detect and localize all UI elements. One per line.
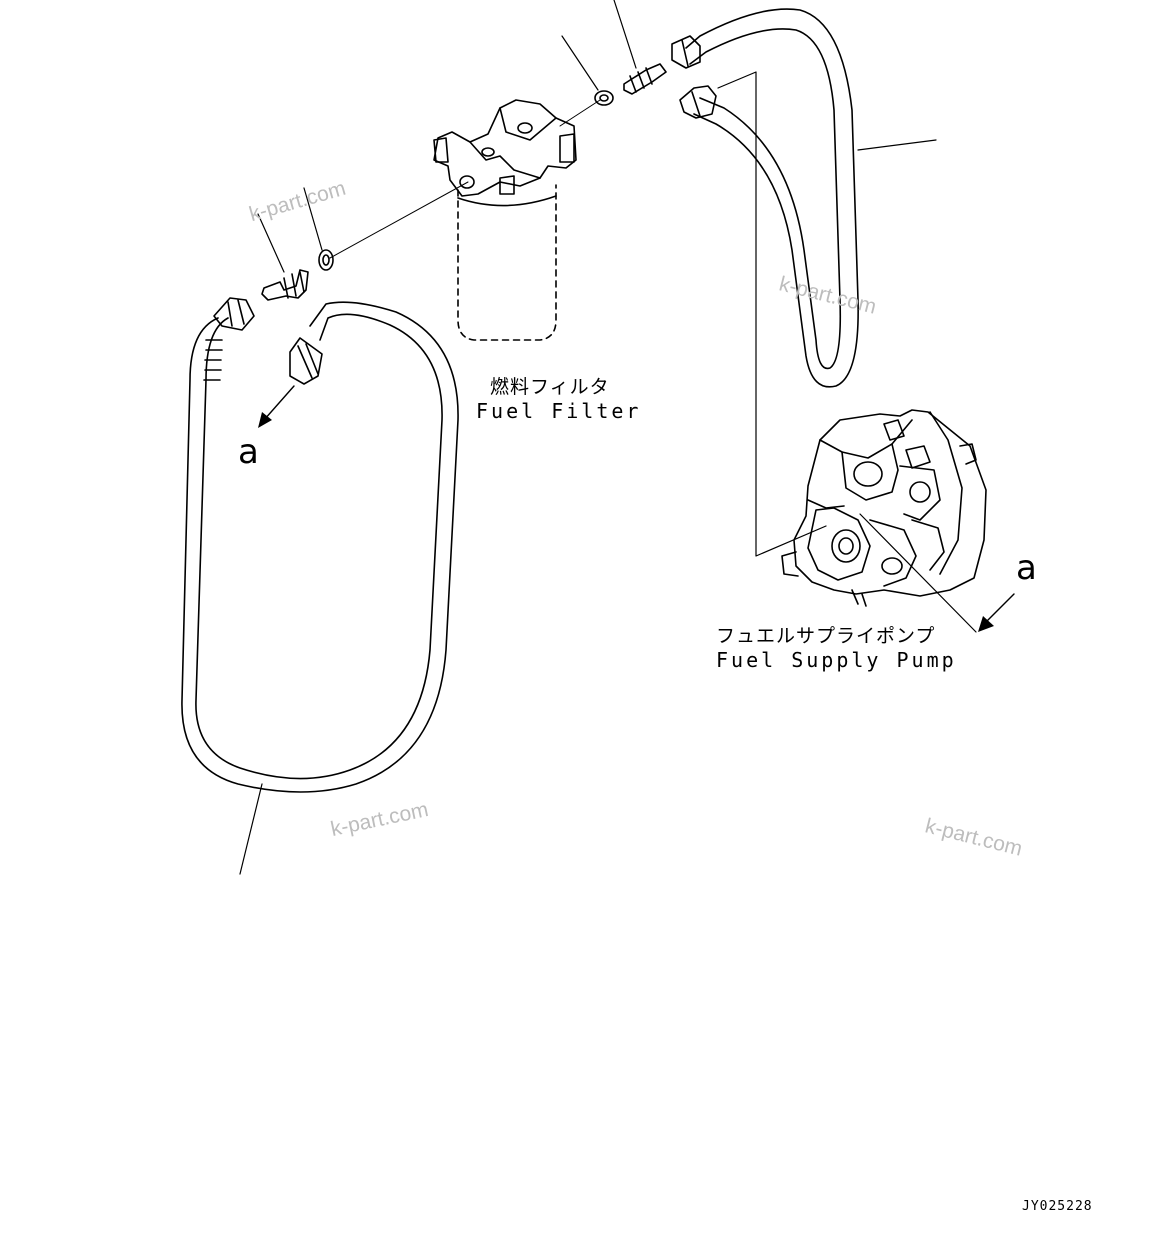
left-washer bbox=[318, 249, 334, 271]
right-washer bbox=[594, 90, 614, 106]
right-elbow-fitting bbox=[623, 63, 667, 95]
fuel-filter bbox=[433, 99, 577, 341]
fuel-supply-pump bbox=[781, 409, 987, 607]
view-ref-label-left: a bbox=[238, 432, 259, 472]
fuel-pump-label-jp: フュエルサプライポンプ bbox=[716, 625, 936, 647]
view-arrow-left bbox=[263, 385, 295, 421]
right-fuel-hose bbox=[671, 8, 937, 388]
left-fuel-hose bbox=[181, 297, 459, 875]
fuel-pump-label-en: Fuel Supply Pump bbox=[716, 648, 957, 672]
drawing-code: JY025228 bbox=[1022, 1199, 1093, 1214]
view-arrow-right bbox=[985, 593, 1015, 623]
fuel-filter-label-jp: 燃料フィルタ bbox=[490, 376, 610, 398]
fuel-filter-label-en: Fuel Filter bbox=[476, 399, 642, 423]
view-ref-label-right: a bbox=[1016, 548, 1037, 588]
left-elbow-fitting bbox=[261, 269, 309, 301]
